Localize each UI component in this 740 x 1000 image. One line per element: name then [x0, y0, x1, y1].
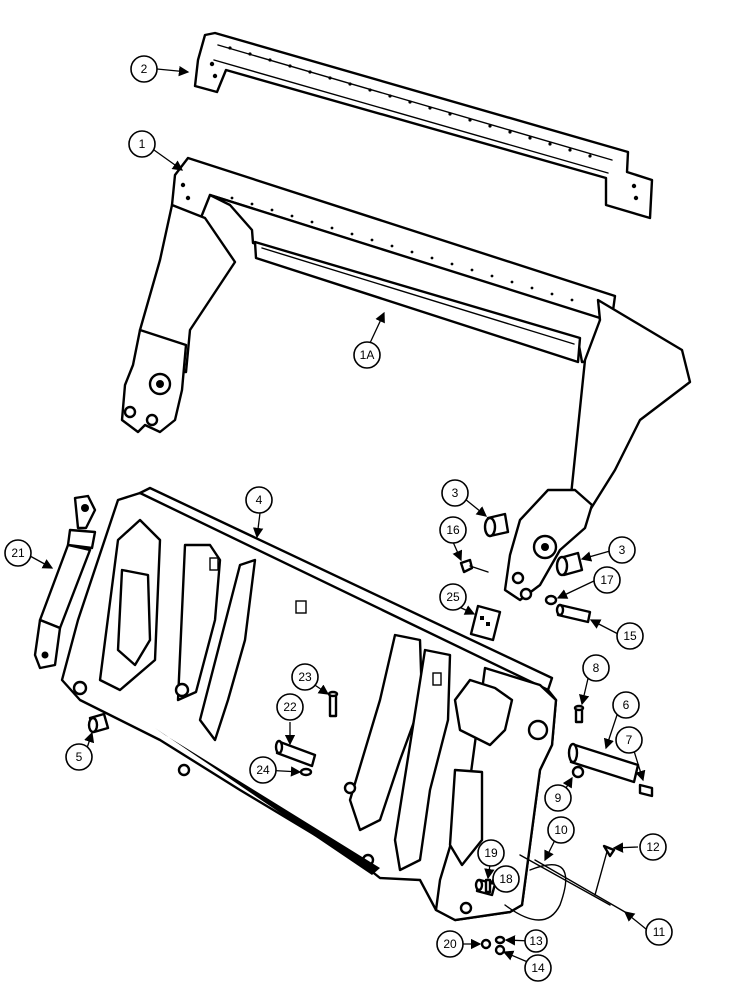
callout-11: 11	[645, 918, 673, 946]
part-8-bolt	[573, 704, 585, 724]
part-14-nut	[494, 944, 506, 956]
callout-8: 8	[582, 654, 610, 682]
callout-21: 21	[4, 539, 32, 567]
part-25-decal	[469, 604, 502, 642]
callout-24: 24	[249, 756, 277, 784]
part-9-nut	[571, 765, 585, 779]
part-5-bushing	[87, 712, 110, 734]
svg-text:11: 11	[653, 925, 666, 939]
callout-1a: 1A	[353, 341, 381, 369]
svg-text:22: 22	[283, 700, 297, 714]
callout-17: 17	[593, 566, 621, 594]
part-7-fitting	[638, 783, 654, 798]
part-23-bolt	[327, 690, 339, 718]
callout-2: 2	[130, 55, 158, 83]
svg-text:18: 18	[499, 872, 513, 886]
svg-text:10: 10	[554, 823, 568, 837]
callout-4: 4	[245, 486, 273, 514]
svg-text:17: 17	[600, 573, 614, 587]
part-2-cutting-edge	[193, 31, 654, 220]
part-13-washer	[494, 935, 506, 945]
callout-5: 5	[65, 743, 93, 771]
svg-text:2: 2	[141, 62, 148, 76]
callout-3-upper: 3	[441, 479, 469, 507]
callout-14: 14	[524, 954, 552, 982]
svg-text:21: 21	[11, 546, 25, 560]
callout-20: 20	[436, 930, 464, 958]
callout-1: 1	[128, 130, 156, 158]
callout-13: 13	[524, 929, 548, 953]
svg-text:9: 9	[555, 791, 562, 805]
svg-text:6: 6	[623, 698, 630, 712]
callout-6: 6	[612, 691, 640, 719]
svg-text:23: 23	[298, 670, 312, 684]
svg-text:1A: 1A	[360, 348, 375, 362]
callout-23: 23	[291, 663, 319, 691]
part-12-pin	[594, 844, 616, 896]
svg-text:19: 19	[484, 846, 498, 860]
svg-text:15: 15	[623, 629, 637, 643]
callout-18: 18	[492, 865, 520, 893]
callout-25: 25	[439, 583, 467, 611]
part-10-11-rod	[504, 854, 626, 921]
callout-10: 10	[547, 816, 575, 844]
svg-text:16: 16	[446, 523, 460, 537]
part-15-pin	[555, 603, 592, 624]
part-3-bushing-lower	[555, 551, 584, 577]
callout-7: 7	[615, 726, 643, 754]
svg-text:1: 1	[139, 137, 146, 151]
part-24-nut	[299, 767, 313, 777]
callout-16: 16	[439, 516, 467, 544]
part-16-grease-fitting	[459, 558, 489, 574]
svg-text:3: 3	[452, 486, 459, 500]
svg-text:8: 8	[593, 661, 600, 675]
svg-text:14: 14	[531, 961, 545, 975]
part-4-attachment-plate	[60, 486, 558, 922]
svg-text:7: 7	[626, 733, 633, 747]
part-1-frame	[120, 156, 692, 602]
svg-text:13: 13	[529, 934, 543, 948]
callout-22: 22	[276, 693, 304, 721]
part-6-pin	[567, 742, 640, 784]
svg-text:4: 4	[256, 493, 263, 507]
part-3-bushing-upper	[483, 512, 510, 538]
callout-3-lower: 3	[608, 536, 636, 564]
callout-19: 19	[477, 839, 505, 867]
svg-text:24: 24	[256, 763, 270, 777]
svg-text:25: 25	[446, 590, 460, 604]
svg-text:20: 20	[443, 937, 457, 951]
part-19-bolt	[484, 878, 492, 894]
svg-text:12: 12	[646, 840, 660, 854]
callout-15: 15	[616, 622, 644, 650]
svg-text:3: 3	[619, 543, 626, 557]
part-21-cylinder	[33, 494, 97, 670]
svg-text:5: 5	[76, 750, 83, 764]
part-17-washer	[544, 594, 558, 606]
part-20-nut	[480, 938, 492, 950]
part-22-pin	[274, 739, 317, 768]
callout-9: 9	[544, 784, 572, 812]
callout-12: 12	[639, 833, 667, 861]
